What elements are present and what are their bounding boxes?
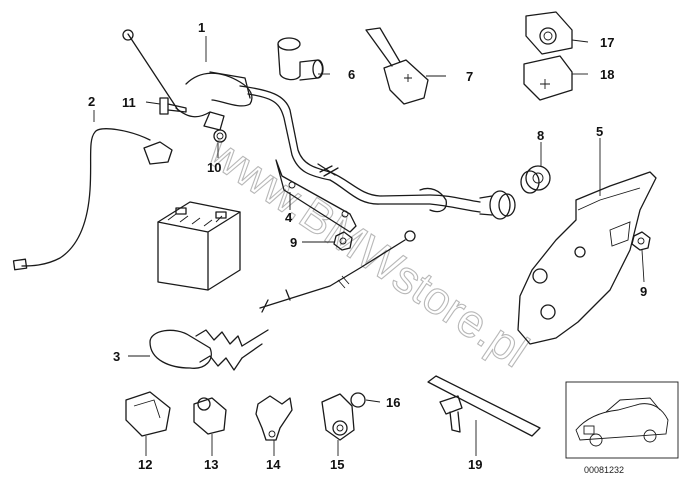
callout-9-right: 9 [640, 284, 647, 299]
leader-lines [93, 36, 645, 456]
terminal-cap [277, 37, 324, 81]
battery-cable-positive [122, 29, 516, 220]
callout-7: 7 [466, 69, 473, 84]
protective-cover-plate [517, 171, 657, 345]
callout-9-left: 9 [290, 235, 297, 250]
junction-box-lid [523, 55, 573, 101]
watermark-text: www.BMWstore.pl [199, 125, 538, 377]
callout-12: 12 [138, 457, 152, 472]
ground-cable [12, 128, 173, 271]
nut-right [631, 231, 651, 251]
callout-8: 8 [537, 128, 544, 143]
terminal-cover [365, 27, 429, 105]
cable-tie-19 [427, 375, 541, 437]
cable-clip-12 [125, 391, 171, 437]
callout-18: 18 [600, 67, 614, 82]
callout-2: 2 [88, 94, 95, 109]
callout-19: 19 [468, 457, 482, 472]
callout-4: 4 [285, 210, 293, 225]
cable-holder-bracket [275, 159, 357, 233]
battery [157, 201, 241, 291]
callout-17: 17 [600, 35, 614, 50]
callout-1: 1 [198, 20, 205, 35]
vehicle-locator-thumbnail [565, 381, 679, 459]
callout-5: 5 [596, 124, 603, 139]
callout-6: 6 [348, 67, 355, 82]
callout-11: 11 [122, 95, 136, 110]
callout-labels: 1 2 3 4 5 6 7 8 9 9 10 11 12 13 14 15 16… [88, 20, 647, 472]
nut-left [333, 231, 353, 251]
callout-16: 16 [386, 395, 400, 410]
cable-boot [149, 329, 269, 371]
callout-15: 15 [330, 457, 344, 472]
callout-14: 14 [266, 457, 281, 472]
cable-clip-15 [321, 393, 355, 441]
callout-10: 10 [207, 160, 221, 175]
junction-box [525, 11, 573, 55]
ground-strap [259, 230, 416, 313]
callout-13: 13 [204, 457, 218, 472]
bolt [159, 97, 187, 115]
cable-clip-14 [255, 395, 293, 441]
nut-small [213, 129, 227, 143]
reference-number: 00081232 [584, 465, 624, 475]
callout-3: 3 [113, 349, 120, 364]
cap-16 [350, 392, 366, 408]
cable-clip-13 [193, 397, 227, 435]
grommet [520, 165, 551, 194]
